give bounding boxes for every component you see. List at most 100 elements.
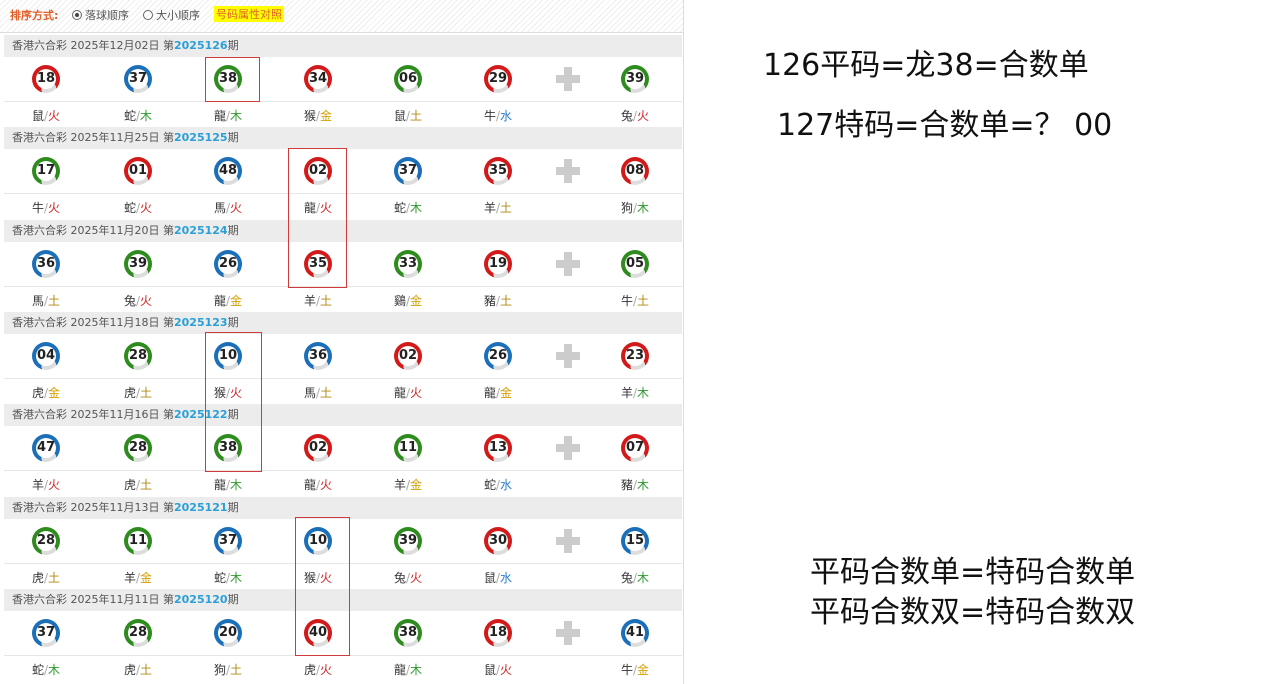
number-ball: 19 (484, 249, 512, 278)
zodiac-element: 鼠/土 (393, 109, 423, 123)
note-line-3: 平码合数单=特码合数单 (810, 555, 1136, 590)
zodiac: 鼠 (393, 109, 406, 123)
number-ball: 18 (484, 618, 512, 647)
draw-date: 香港六合彩 2025年12月02日 第 (12, 39, 174, 52)
number-ball: 26 (484, 341, 512, 370)
number-ball: 37 (394, 157, 422, 186)
zodiac-row: 虎/金虎/土猴/火馬/土龍/火龍/金羊/木 (4, 379, 682, 404)
special-ball: 08 (621, 157, 649, 186)
ball-number: 47 (36, 438, 56, 459)
highlight-box (288, 148, 347, 288)
draw-date: 香港六合彩 2025年11月20日 第 (12, 223, 174, 237)
zodiac-element: 虎/火 (303, 662, 333, 677)
zodiac: 猴 (213, 385, 226, 400)
note-line-4: 平码合数双=特码合数双 (810, 595, 1136, 630)
number-attribute-link[interactable]: 号码属性对照 (214, 6, 284, 22)
zodiac: 牛 (620, 662, 633, 677)
element: 土 (140, 478, 153, 493)
zodiac: 猴 (303, 570, 316, 585)
number-ball: 38 (394, 618, 422, 647)
zodiac-element: 狗/土 (213, 662, 243, 677)
zodiac: 龍 (213, 109, 226, 123)
issue-suffix: 期 (227, 592, 239, 606)
plus-icon (556, 343, 580, 368)
ball-number: 39 (398, 530, 418, 551)
zodiac-element: 蛇/火 (123, 201, 153, 216)
zodiac-element: 猴/火 (213, 385, 243, 400)
zodiac-element: 鼠/火 (31, 109, 61, 123)
zodiac: 羊 (303, 293, 316, 308)
ball-number: 10 (308, 530, 328, 551)
number-ball: 35 (484, 157, 512, 186)
zodiac: 虎 (123, 385, 136, 400)
draw-header: 香港六合彩 2025年11月25日 第2025125期 (4, 127, 682, 150)
draw-date: 香港六合彩 2025年11月13日 第 (12, 500, 174, 514)
ball-number: 28 (36, 530, 56, 551)
draw-date: 香港六合彩 2025年11月25日 第 (12, 131, 174, 145)
ball-number: 02 (308, 438, 328, 459)
ball-number: 30 (488, 530, 508, 551)
element: 金 (410, 478, 423, 493)
zodiac-element: 龍/火 (393, 385, 423, 400)
number-ball: 04 (32, 341, 60, 370)
zodiac-row: 鼠/火蛇/木龍/木猴/金鼠/土牛/水兔/火 (4, 102, 682, 127)
zodiac-element: 龍/木 (393, 662, 423, 677)
ball-number: 23 (625, 345, 645, 366)
sort-by-size-radio[interactable]: 大小顺序 (143, 7, 200, 23)
highlight-box (295, 517, 350, 656)
ball-number: 18 (488, 622, 508, 643)
zodiac-element: 羊/土 (483, 201, 513, 216)
ball-number: 36 (308, 345, 328, 366)
element: 火 (320, 570, 333, 585)
zodiac: 牛 (620, 293, 633, 308)
element: 金 (140, 570, 153, 585)
element: 火 (140, 293, 153, 308)
zodiac-element: 猴/金 (303, 109, 333, 123)
element: 木 (410, 201, 423, 216)
element: 金 (410, 293, 423, 308)
number-ball: 38 (214, 434, 242, 463)
issue-suffix: 期 (227, 131, 239, 145)
plus-icon (556, 528, 580, 553)
ball-number: 11 (398, 438, 418, 459)
zodiac-element: 虎/金 (31, 385, 61, 400)
zodiac: 鼠 (483, 570, 496, 585)
ball-number: 28 (128, 438, 148, 459)
special-ball: 07 (621, 434, 649, 463)
zodiac: 蛇 (123, 201, 136, 216)
zodiac-element: 猴/火 (303, 570, 333, 585)
element: 木 (637, 478, 650, 493)
ball-number: 38 (398, 622, 418, 643)
draw-date: 香港六合彩 2025年11月16日 第 (12, 408, 174, 422)
element: 金 (637, 662, 650, 677)
element: 木 (637, 570, 650, 585)
zodiac: 龍 (213, 478, 226, 493)
zodiac: 龍 (303, 201, 316, 216)
draw-header: 香港六合彩 2025年11月11日 第2025120期 (4, 588, 682, 611)
zodiac-element: 虎/土 (123, 662, 153, 677)
element: 火 (320, 662, 333, 677)
element: 火 (637, 109, 650, 123)
zodiac-element: 牛/火 (31, 201, 61, 216)
ball-number: 37 (36, 622, 56, 643)
number-ball: 37 (124, 65, 152, 93)
zodiac-element: 兔/火 (123, 293, 153, 308)
zodiac: 蛇 (123, 109, 136, 123)
ball-number: 33 (398, 253, 418, 274)
zodiac-element: 羊/土 (303, 293, 333, 308)
element: 火 (500, 662, 513, 677)
plus-icon (556, 620, 580, 645)
ball-number: 38 (218, 438, 238, 459)
number-ball: 30 (484, 526, 512, 555)
results-panel: 排序方式: 落球顺序 大小顺序 号码属性对照 香港六合彩 2025年12月02日… (0, 0, 684, 684)
number-ball: 10 (214, 341, 242, 370)
number-ball: 37 (214, 526, 242, 555)
number-ball: 20 (214, 618, 242, 647)
zodiac: 兔 (620, 570, 633, 585)
number-ball: 38 (214, 65, 242, 93)
sort-by-draw-order-radio[interactable]: 落球顺序 (72, 7, 129, 23)
